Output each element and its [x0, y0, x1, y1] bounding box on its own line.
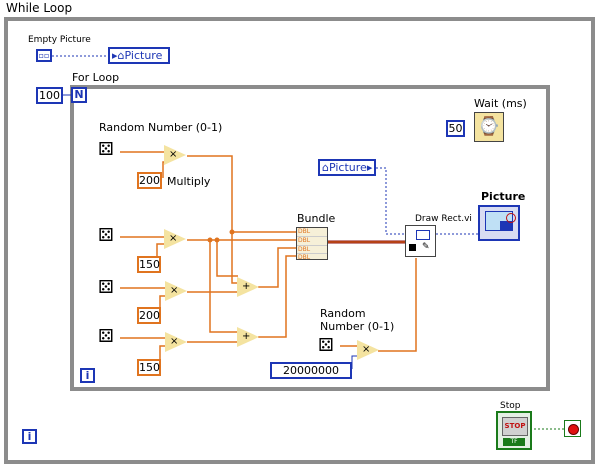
- dice-icon[interactable]: ⚄: [318, 335, 334, 356]
- stop-label: Stop: [500, 401, 521, 411]
- stop-button[interactable]: STOP: [502, 417, 528, 436]
- wait-label: Wait (ms): [474, 97, 527, 110]
- picture-indicator[interactable]: [478, 205, 520, 241]
- home-icon: ⌂: [322, 161, 329, 174]
- conditional-terminal[interactable]: [564, 420, 581, 437]
- multiply-icon: ×: [362, 344, 371, 355]
- while-loop-label: While Loop: [6, 1, 73, 15]
- dice-icon[interactable]: ⚄: [98, 326, 114, 347]
- for-loop-count-constant[interactable]: 100: [36, 87, 63, 104]
- random-number-5-label-line2: Number (0-1): [320, 320, 395, 333]
- multiply-label: Multiply: [167, 175, 211, 188]
- dice-icon[interactable]: ⚄: [98, 139, 114, 160]
- mult1-out-wire: [187, 155, 238, 284]
- multiply-node-4[interactable]: [165, 332, 187, 352]
- multiply-constant-1[interactable]: 200: [137, 172, 162, 189]
- multiply-constant-5[interactable]: 20000000: [270, 362, 352, 379]
- bundle-node[interactable]: DBL DBL DBL DBL: [296, 227, 328, 261]
- pen-icon: ✎: [422, 242, 430, 252]
- multiply-icon: ×: [170, 336, 179, 347]
- picture-ref-node[interactable]: ⌂Picture▸: [318, 159, 376, 176]
- multiply-icon: ×: [169, 149, 178, 160]
- add-node-2[interactable]: [237, 327, 259, 347]
- random-number-5-label-line1: Random: [320, 307, 366, 320]
- while-loop-iteration-terminal: i: [22, 429, 37, 444]
- picture-ref-wire: [376, 167, 406, 235]
- dice-icon[interactable]: ⚄: [98, 225, 114, 246]
- multiply-constant-2[interactable]: 150: [137, 256, 161, 273]
- multiply-icon: ×: [170, 285, 179, 296]
- multiply-constant-3[interactable]: 200: [137, 307, 161, 324]
- multiply-node-2[interactable]: [164, 229, 186, 249]
- wait-constant[interactable]: 50: [446, 120, 465, 137]
- multiply-node-1[interactable]: [164, 145, 186, 165]
- tf-badge: TF: [503, 438, 525, 446]
- arrow-right-icon: ▸: [112, 49, 118, 62]
- picture-indicator-label: Picture: [481, 190, 526, 203]
- multiply-node-5[interactable]: [357, 340, 379, 360]
- draw-rect-label: Draw Rect.vi: [415, 214, 472, 224]
- plus-icon: +: [242, 281, 251, 292]
- empty-picture-node[interactable]: ▫▫: [36, 49, 52, 62]
- multiply-node-3[interactable]: [165, 281, 187, 301]
- stop-circle-icon: [568, 424, 579, 435]
- bundle-label: Bundle: [297, 212, 336, 225]
- add-node-1[interactable]: [237, 277, 259, 297]
- draw-rect-node[interactable]: ✎: [405, 225, 436, 257]
- for-loop-iteration-terminal: i: [80, 368, 95, 383]
- multiply-constant-4[interactable]: 150: [137, 359, 161, 376]
- stop-button-terminal[interactable]: STOP TF: [496, 411, 532, 450]
- empty-picture-label: Empty Picture: [28, 35, 91, 45]
- plus-icon: +: [242, 331, 251, 342]
- rectangle-icon: [416, 230, 430, 240]
- home-icon: ⌂: [117, 49, 125, 62]
- arrow-right-icon: ▸: [366, 161, 373, 174]
- wait-node[interactable]: ⌚: [474, 112, 504, 142]
- for-loop-frame: [70, 85, 550, 391]
- empty-picture-ref-node[interactable]: ▸⌂Picture: [108, 47, 170, 64]
- dice-icon[interactable]: ⚄: [98, 277, 114, 298]
- multiply-icon: ×: [169, 233, 178, 244]
- random-number-1-label: Random Number (0-1): [99, 121, 223, 134]
- watch-icon: ⌚: [477, 116, 501, 137]
- for-loop-count-terminal: N: [71, 87, 87, 103]
- for-loop-label: For Loop: [72, 71, 120, 84]
